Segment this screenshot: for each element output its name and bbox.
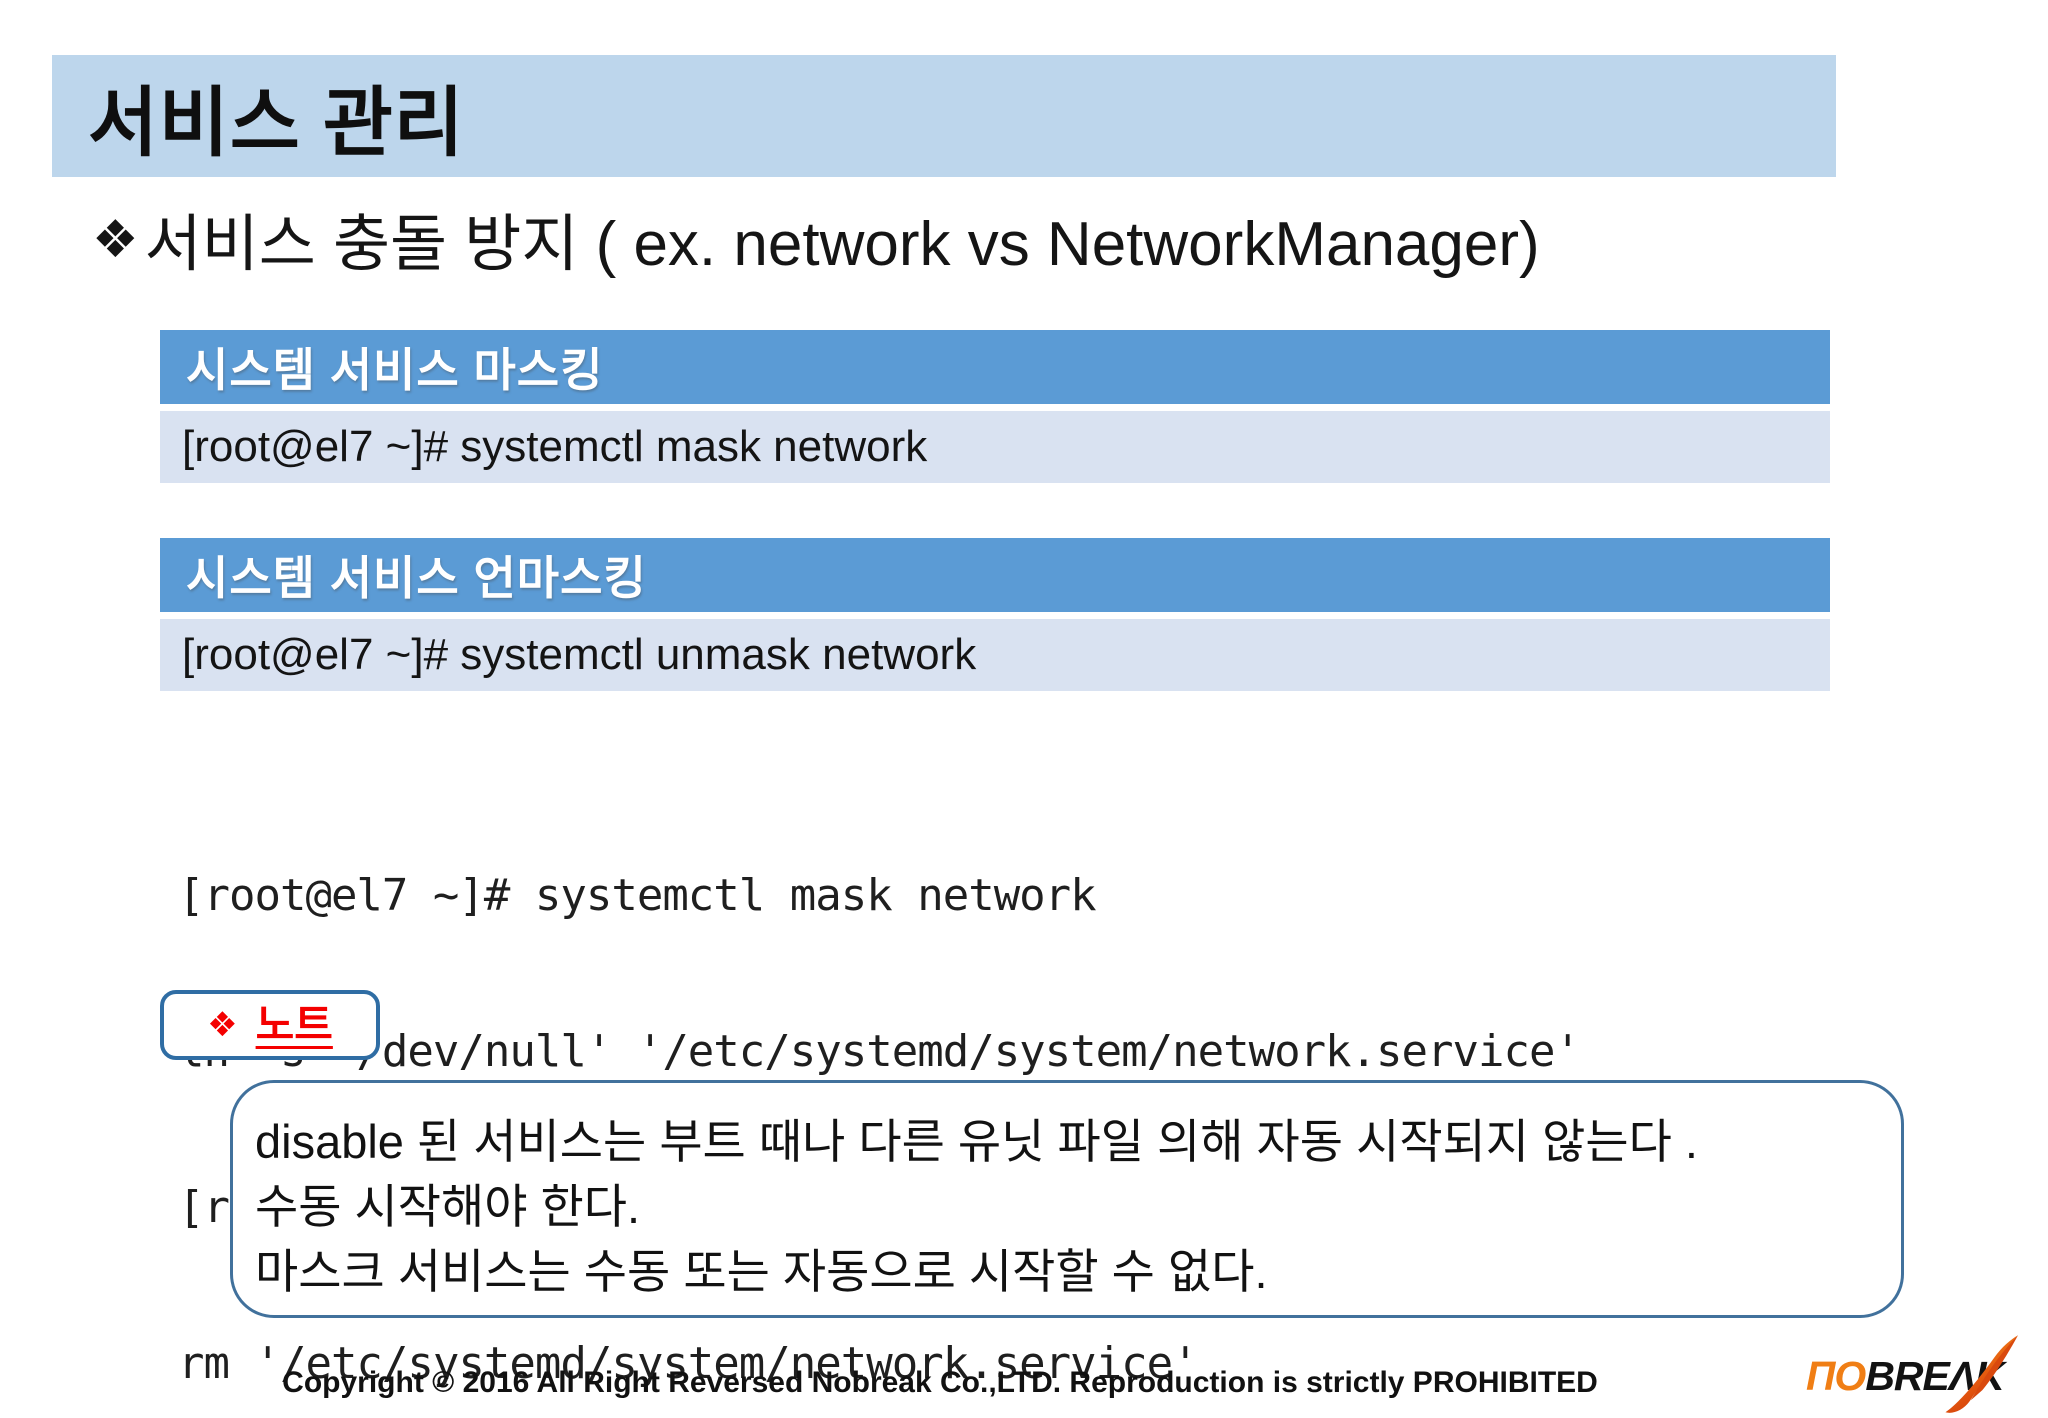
logo-swoosh-icon <box>1945 1335 2018 1413</box>
note-line: disable 된 서비스는 부트 때나 다른 유닛 파일 의해 자동 시작되지… <box>255 1115 1698 1168</box>
diamond-bullet-icon: ❖ <box>92 211 139 269</box>
terminal-line: rm '/etc/systemd/system/network.service' <box>178 1338 1199 1389</box>
note-label: 노트 <box>255 1001 333 1048</box>
command-row-mask: [root@el7 ~]# systemctl mask network <box>160 411 1830 483</box>
bullet-text: 서비스 충돌 방지 ( ex. network vs NetworkManage… <box>144 210 1540 279</box>
logo-text-orange: ΠO <box>1806 1352 1866 1399</box>
page-title: 서비스 관리 <box>88 81 465 166</box>
diamond-bullet-icon: ❖ <box>207 1006 238 1044</box>
section-header-label: 시스템 서비스 언마스킹 <box>186 552 647 604</box>
terminal-line: [root@el7 ~]# systemctl mask network <box>178 870 1097 921</box>
note-line: 마스크 서비스는 수동 또는 자동으로 시작할 수 없다. <box>255 1245 1268 1298</box>
section-header-label: 시스템 서비스 마스킹 <box>186 344 604 396</box>
note-content-box: disable 된 서비스는 부트 때나 다른 유닛 파일 의해 자동 시작되지… <box>230 1080 1904 1318</box>
copyright-text: Copyright © 2016 All Right Reversed Nobr… <box>282 1366 1598 1399</box>
section-header-unmasking: 시스템 서비스 언마스킹 <box>160 538 1830 612</box>
command-text: [root@el7 ~]# systemctl unmask network <box>182 630 977 679</box>
terminal-line: ln -s '/dev/null' '/etc/systemd/system/n… <box>178 1026 1581 1077</box>
note-chip: ❖ 노트 <box>160 990 380 1060</box>
command-text: [root@el7 ~]# systemctl mask network <box>182 422 928 471</box>
bullet-line: ❖ 서비스 충돌 방지 ( ex. network vs NetworkMana… <box>92 196 1540 280</box>
command-row-unmask: [root@el7 ~]# systemctl unmask network <box>160 619 1830 691</box>
note-line: 수동 시작해야 한다. <box>255 1180 641 1233</box>
section-header-masking: 시스템 서비스 마스킹 <box>160 330 1830 404</box>
title-bar: 서비스 관리 <box>52 55 1836 177</box>
